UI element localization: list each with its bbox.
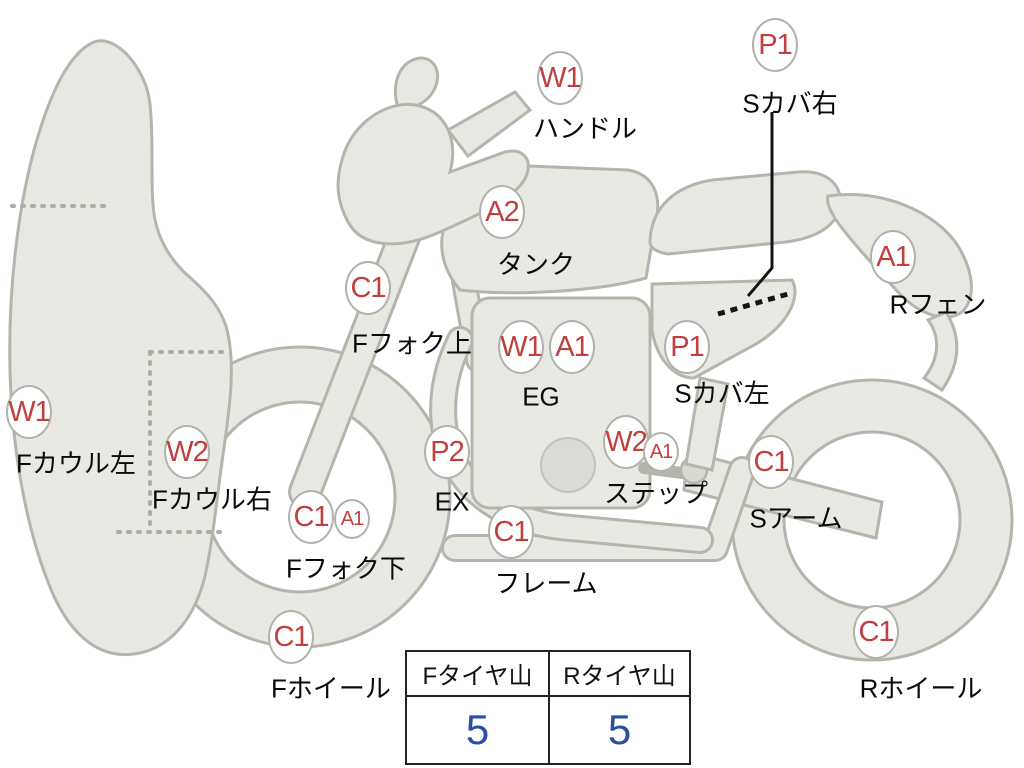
seat-shape <box>648 170 842 256</box>
rear-tire-value: 5 <box>548 697 689 763</box>
front-cowl-shape <box>8 39 233 657</box>
seat-rail-shape <box>684 376 730 472</box>
part-label-swing-arm: Sアーム <box>749 503 843 534</box>
damage-code-front-fork-lower: C1 <box>288 490 334 544</box>
damage-code-step: W2 <box>603 415 649 469</box>
part-label-rear-fender: Rフェン <box>889 289 987 320</box>
damage-code-frame: C1 <box>488 505 534 559</box>
part-label-step: ステップ <box>603 478 709 509</box>
part-label-front-cowl-right: Fカウル右 <box>152 484 272 515</box>
part-label-tank: タンク <box>496 249 576 280</box>
part-label-handlebar: ハンドル <box>532 113 638 144</box>
part-label-rear-wheel: Rホイール <box>859 673 983 704</box>
damage-code-handlebar: W1 <box>537 51 583 105</box>
damage-code-swing-arm: C1 <box>748 435 794 489</box>
damage-code-exhaust: P2 <box>424 425 470 479</box>
front-tire-value: 5 <box>465 706 490 753</box>
damage-code-tank: A2 <box>479 185 525 239</box>
cowl-seam-dashes <box>10 204 232 534</box>
part-label-frame: フレーム <box>494 568 598 599</box>
damage-code-front-cowl-right: W2 <box>164 425 210 479</box>
tire-tread-table: Fタイヤ山 Rタイヤ山 5 5 <box>405 650 691 765</box>
part-label-front-fork-lower: Fフォク下 <box>286 553 406 584</box>
part-label-side-cover-right: Sカバ右 <box>742 88 838 119</box>
part-label-side-cover-left: Sカバ左 <box>674 378 770 409</box>
part-label-front-cowl-left: Fカウル左 <box>16 448 136 479</box>
damage-code-side-cover-left: P1 <box>664 320 710 374</box>
rear-tire-header: Rタイヤ山 <box>548 652 689 697</box>
damage-code-front-fork-upper: C1 <box>345 261 391 315</box>
front-tire-header: Fタイヤ山 <box>407 652 548 697</box>
frame-shape <box>441 456 756 562</box>
part-label-front-wheel: Fホイール <box>271 673 391 704</box>
damage-code-rear-fender: A1 <box>870 230 916 284</box>
damage-code-side-cover-right: P1 <box>752 18 798 72</box>
damage-code-rear-wheel: C1 <box>853 605 899 659</box>
damage-code-front-fork-lower-2: A1 <box>334 499 370 539</box>
damage-code-engine: W1 <box>498 320 544 374</box>
part-label-front-fork-upper: Fフォク上 <box>352 328 472 359</box>
side-cover-right-pointer <box>717 112 789 317</box>
damage-code-front-cowl-left: W1 <box>6 385 52 439</box>
damage-code-front-wheel: C1 <box>268 610 314 664</box>
part-label-exhaust: EX <box>434 486 470 517</box>
damage-code-engine-2: A1 <box>549 320 595 374</box>
part-label-engine: EG <box>522 381 560 412</box>
damage-code-step-2: A1 <box>643 432 679 472</box>
